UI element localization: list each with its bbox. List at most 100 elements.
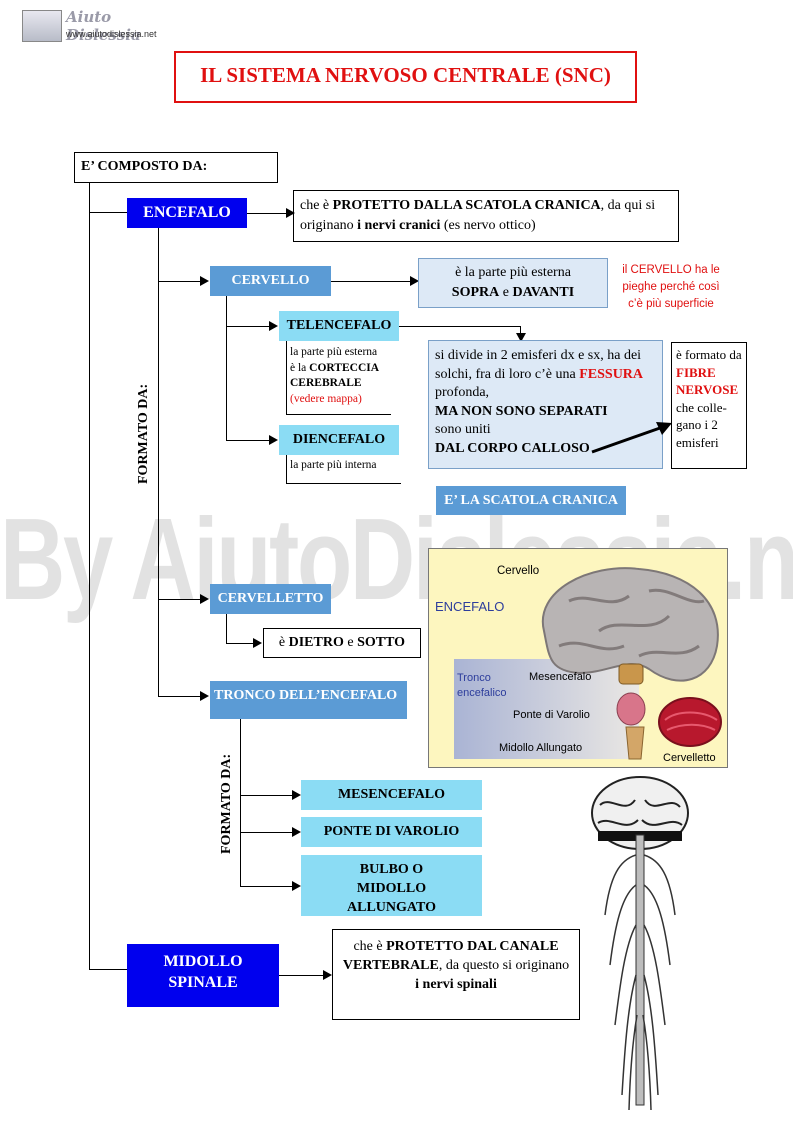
to-diencefalo-line [226,440,270,441]
midollo-image [625,726,645,760]
spinal-cord-image [591,776,689,1111]
to-cervelletto-head [200,594,209,604]
cervelletto-label: CERVELLETTO [217,591,324,606]
to-tronco-head [200,691,209,701]
to-mesencefalo-line [240,795,293,796]
cervelletto-desc-dietro: DIETRO [288,635,344,650]
tronco-region [454,659,639,759]
midollo-arrow-line [279,975,324,976]
telencefalo-arrow-down [520,326,521,334]
ponte-box: PONTE DI VAROLIO [301,817,482,847]
mesencefalo-image [618,663,644,685]
cervello-arrow-head [410,276,419,286]
to-mesencefalo-head [292,790,301,800]
bulbo-box: BULBO O MIDOLLO ALLUNGATO [301,855,482,916]
midollo-desc-bold2: i nervi spinali [415,977,497,992]
tronco-box: TRONCO DELL’ENCEFALO [210,681,407,719]
midollo-desc-box: che è PROTETTO DAL CANALE VERTEBRALE, da… [332,929,580,1020]
encefalo-arrow-line [247,213,287,214]
cervelletto-sub-line-v [226,614,227,643]
to-tronco-line [158,696,202,697]
ill-mesencefalo-label: Mesencefalo [529,671,592,683]
cervelletto-desc-sotto: SOTTO [357,635,406,650]
cervello-desc-line1: è la parte più esterna [455,265,571,280]
to-telencefalo-line [226,326,270,327]
composto-box: E’ COMPOSTO DA: [74,152,278,183]
diencefalo-label: DIENCEFALO [292,432,386,447]
encefalo-desc-pre: che è [300,198,333,213]
cervello-subtrunk [226,296,227,441]
cervelletto-box: CERVELLETTO [210,584,331,614]
encefalo-subtrunk [158,228,159,696]
telencefalo-box: TELENCEFALO [279,311,399,341]
corpo-calloso-arrow [591,422,672,454]
scatola-label: E’ LA SCATOLA CRANICA [444,493,618,508]
formato-label-2: FORMATO DA: [219,753,234,854]
to-ponte-head [292,827,301,837]
to-telencefalo-head [269,321,278,331]
ill-tronco-label: Tronco encefalico [457,672,507,699]
cervello-desc-sopra: SOPRA [451,285,500,300]
tronco-label: TRONCO DELL’ENCEFALO [214,688,398,703]
cervello-desc-davanti: DAVANTI [512,285,575,300]
composto-label: E’ COMPOSTO DA: [81,159,208,174]
formato-label-1: FORMATO DA: [136,383,151,484]
midollo-desc-mid: , da questo si originano [438,958,570,973]
encefalo-desc-bold1: PROTETTO DALLA SCATOLA CRANICA [332,198,601,213]
telencefalo-vedere-mappa[interactable]: (vedere mappa) [290,392,362,405]
bulbo-label: BULBO O MIDOLLO ALLUNGATO [347,862,436,915]
ill-encefalo-label: ENCEFALO [435,599,505,614]
ill-midollo-label: Midollo Allungato [499,742,583,754]
cervelletto-sub-line-h [226,643,254,644]
to-diencefalo-head [269,435,278,445]
cervelletto-sub-head [253,638,262,648]
page-title-text: IL SISTEMA NERVOSO CENTRALE (SNC) [200,63,611,87]
encefalo-arrow-head [286,208,295,218]
encefalo-desc-box: che è PROTETTO DALLA SCATOLA CRANICA, da… [293,190,679,242]
cervello-desc-e: e [499,285,513,300]
emisferi-line2: profonda, [435,385,490,400]
telencefalo-arrow-line [399,326,521,327]
scatola-box: E’ LA SCATOLA CRANICA [436,486,626,515]
corpo-calloso-post: che colle-gano i 2 emisferi [676,399,727,450]
to-cervelletto-line [158,599,202,600]
telencefalo-label: TELENCEFALO [286,318,392,333]
cervelletto-desc-box: è DIETRO e SOTTO [263,628,421,658]
cervelletto-desc-pre: è [278,635,289,650]
ill-cervello-label: Cervello [497,565,540,577]
midollo-desc-pre: che è [353,939,387,954]
ponte-image [616,692,646,726]
to-bulbo-head [292,881,301,891]
cervelletto-desc-e: e [343,635,358,650]
to-ponte-line [240,832,293,833]
cervello-box: CERVELLO [210,266,331,296]
to-bulbo-line [240,886,293,887]
trunk-to-encefalo [89,212,127,213]
corpo-calloso-fibre: FIBRE NERVOSE [676,364,739,398]
emisferi-line3: sono uniti [435,422,491,437]
encefalo-illustration: Cervello ENCEFALO Tronco encefalico Mese… [428,548,728,768]
encefalo-desc-post: (es nervo ottico) [440,218,536,233]
logo: Aiuto Dislessia www.aiutodislessia.net [22,8,182,44]
cervelletto-image [658,697,722,747]
telencefalo-desc2: è la [290,361,310,374]
telencefalo-desc-border-b [286,414,391,415]
mesencefalo-label: MESENCEFALO [337,787,446,802]
ill-cervelletto-label: Cervelletto [663,752,716,764]
midollo-desc-bold1: PROTETTO DAL CANALE VERTEBRALE [342,939,559,973]
diencefalo-desc: la parte più interna [290,459,377,471]
midollo-arrow-head [323,970,332,980]
diencefalo-desc-border-l [286,455,287,484]
trunk-line [89,183,90,970]
tronco-subtrunk [240,719,241,887]
logo-url[interactable]: www.aiutodislessia.net [66,29,157,39]
encefalo-label: ENCEFALO [143,204,231,221]
diencefalo-box: DIENCEFALO [279,425,399,455]
corpo-calloso-box: è formato da FIBRE NERVOSE che colle-gan… [671,342,747,469]
telencefalo-arrow-head [516,333,526,342]
logo-name: Aiuto Dislessia [66,8,141,44]
encefalo-desc-bold2: i nervi cranici [357,218,441,233]
diencefalo-desc-border-b [286,483,401,484]
cervello-note: il CERVELLO ha le pieghe perché così c’è… [622,264,720,310]
mesencefalo-box: MESENCEFALO [301,780,482,810]
